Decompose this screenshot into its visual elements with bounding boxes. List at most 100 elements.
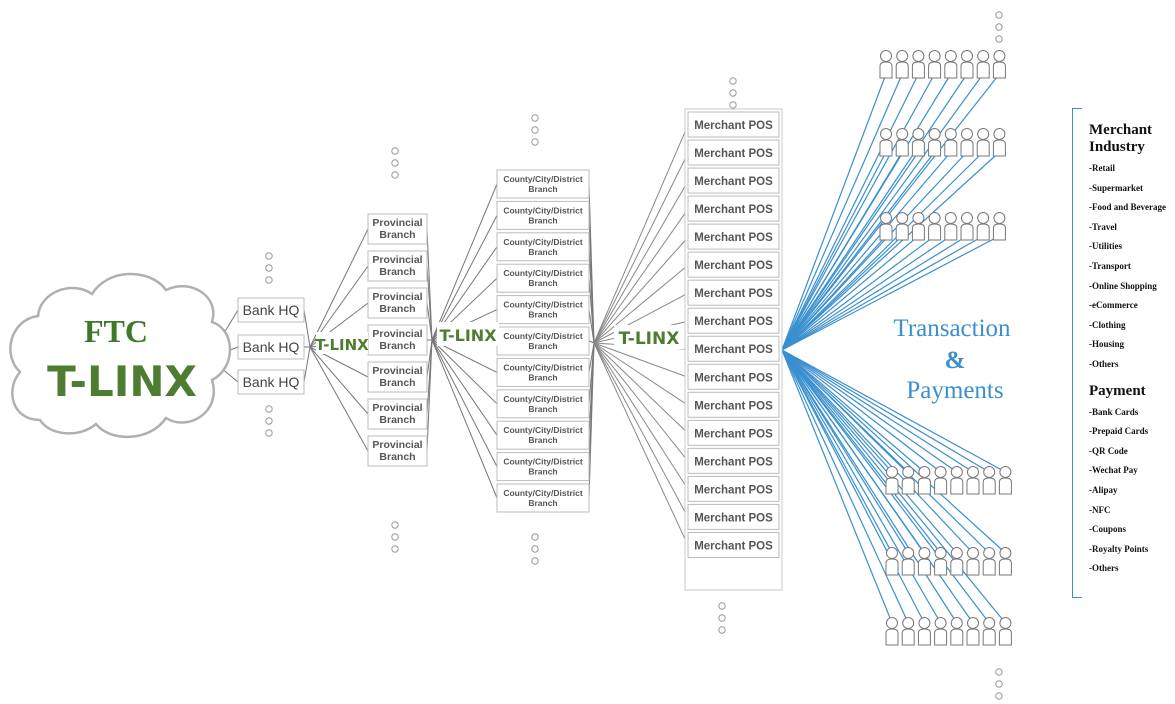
connector-line xyxy=(781,349,974,624)
person-icon xyxy=(879,212,893,241)
industry-item: -eCommerce xyxy=(1089,300,1138,311)
connector-line xyxy=(431,339,498,436)
person-icon xyxy=(976,50,990,79)
connector-line xyxy=(781,151,919,351)
payment-item: -Alipay xyxy=(1089,484,1118,495)
merchant-pos-box xyxy=(687,419,780,446)
person-icon xyxy=(992,128,1006,157)
person-icon xyxy=(966,617,980,646)
legend-panel: Merchant Industry -Retail-Supermarket-Fo… xyxy=(1072,108,1175,598)
person-icon xyxy=(885,617,899,646)
person-icon xyxy=(998,617,1012,646)
person-icon xyxy=(950,547,964,576)
person-icon xyxy=(911,212,925,241)
connector-line xyxy=(781,349,958,554)
payment-item: -Royalty Points xyxy=(1089,543,1149,554)
bank-hq-box xyxy=(237,369,305,395)
transaction-payments-label: Transaction & Payments xyxy=(893,315,1011,404)
merchant-pos-box xyxy=(687,363,780,390)
person-icon xyxy=(928,50,942,79)
connector-line xyxy=(781,349,925,624)
payment-item: -NFC xyxy=(1089,504,1111,515)
tlinx-label-2: T-LINX xyxy=(439,326,497,345)
connector-line xyxy=(431,183,498,341)
connector-line xyxy=(781,349,974,554)
connector-line xyxy=(588,309,595,344)
county-branch-box xyxy=(496,295,590,325)
connector-line xyxy=(781,349,1006,554)
connector-line xyxy=(593,180,689,344)
merchant-pos-box xyxy=(687,223,780,250)
connector-line xyxy=(781,349,958,473)
connector-line xyxy=(781,73,968,351)
industry-item: -Transport xyxy=(1089,260,1131,271)
person-icon xyxy=(895,212,909,241)
person-icon xyxy=(901,617,915,646)
person-icon xyxy=(992,212,1006,241)
ellipsis-dots-icon xyxy=(531,533,539,565)
county-branch-box xyxy=(496,232,590,262)
connector-line xyxy=(593,124,689,344)
merchant-pos-box xyxy=(687,503,780,530)
merchant-pos-box xyxy=(687,307,780,334)
industry-item: -Travel xyxy=(1089,221,1117,232)
ellipsis-dots-icon xyxy=(265,405,273,437)
county-branch-box xyxy=(496,263,590,293)
person-icon xyxy=(982,547,996,576)
ampersand: & xyxy=(945,347,966,374)
connector-line xyxy=(431,215,498,341)
payment-title: Payment xyxy=(1089,382,1146,399)
industry-item: -Retail xyxy=(1089,163,1115,173)
person-icon xyxy=(992,50,1006,79)
ellipsis-dots-icon xyxy=(265,252,273,284)
connector-line xyxy=(781,73,1000,351)
connector-line xyxy=(781,73,887,351)
payment-item: -Wechat Pay xyxy=(1089,465,1138,476)
cloud-title-ftc: FTC xyxy=(84,313,148,349)
county-branch-box xyxy=(496,357,590,387)
merchant-pos-box xyxy=(687,195,780,222)
industry-item: -Utilities xyxy=(1089,241,1122,252)
bank-hq-box xyxy=(237,297,305,323)
person-icon xyxy=(982,617,996,646)
connector-line xyxy=(781,349,974,473)
payment-item: -Prepaid Cards xyxy=(1089,426,1149,437)
merchant-pos-box xyxy=(687,531,780,558)
provincial-branch-box xyxy=(367,361,428,393)
connector-line xyxy=(781,235,903,351)
person-icon xyxy=(966,466,980,495)
person-icon xyxy=(879,128,893,157)
connector-line xyxy=(781,235,984,351)
connector-line xyxy=(593,342,689,406)
connector-line xyxy=(426,302,433,341)
payment-item: -Coupons xyxy=(1089,524,1127,535)
person-icon xyxy=(976,212,990,241)
merchant-pos-box xyxy=(687,335,780,362)
connector-line xyxy=(781,349,941,473)
legend-bracket xyxy=(1072,108,1082,598)
customer-groups xyxy=(879,50,1012,646)
person-icon xyxy=(960,50,974,79)
merchant-pos-label: Merchant POS xyxy=(694,204,773,216)
person-icon xyxy=(901,466,915,495)
merchant-pos-box xyxy=(687,391,780,418)
connector-line xyxy=(781,349,958,624)
person-icon xyxy=(885,466,899,495)
bank-hq-label: Bank HQ xyxy=(243,374,300,390)
person-icon xyxy=(895,128,909,157)
connector-line xyxy=(593,292,689,344)
industry-title-line2: Industry xyxy=(1089,139,1145,155)
connector-line xyxy=(593,236,689,344)
person-icon xyxy=(960,128,974,157)
person-icon xyxy=(917,466,931,495)
ellipsis-dots-icon xyxy=(391,521,399,553)
connector-line xyxy=(593,264,689,344)
